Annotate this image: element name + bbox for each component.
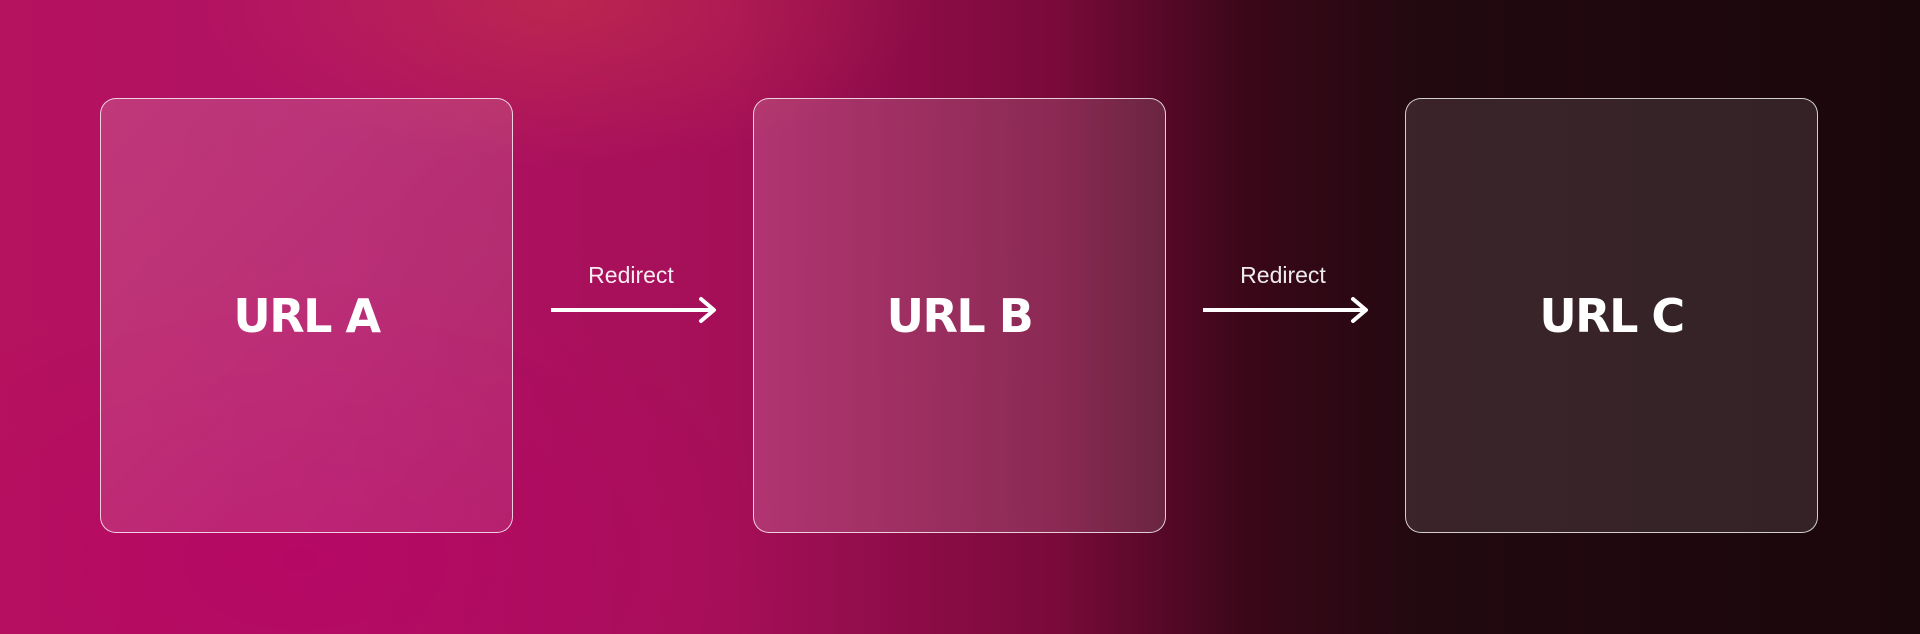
node-label-url-b: URL B: [886, 288, 1034, 343]
edge-a-to-b: Redirect: [551, 258, 721, 328]
arrow-right-icon: [1203, 297, 1368, 323]
node-url-a: URL A: [100, 98, 513, 533]
node-url-c: URL C: [1405, 98, 1818, 533]
arrow-right-icon: [551, 297, 716, 323]
node-url-b: URL B: [753, 98, 1166, 533]
edge-label-a-to-b: Redirect: [588, 262, 674, 288]
edge-b-to-c: Redirect: [1203, 258, 1373, 328]
node-label-url-a: URL A: [233, 288, 381, 343]
node-label-url-c: URL C: [1539, 288, 1685, 343]
edge-label-b-to-c: Redirect: [1240, 262, 1326, 288]
